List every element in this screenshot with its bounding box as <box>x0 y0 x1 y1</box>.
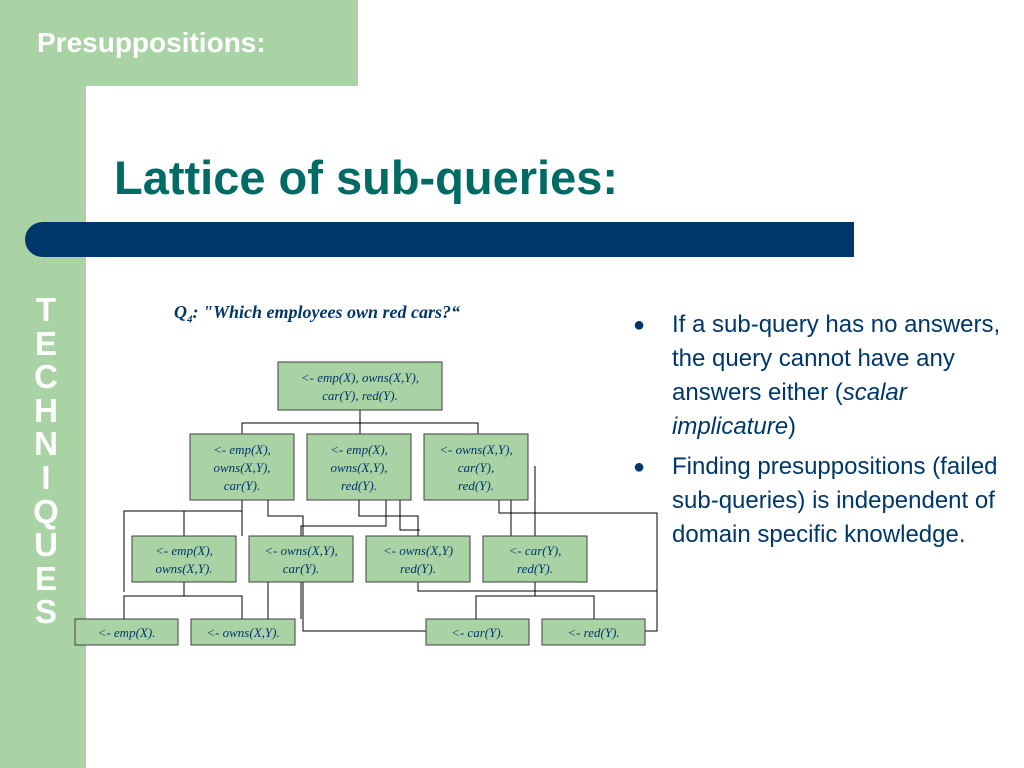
lattice-connector <box>241 410 361 434</box>
lattice-node-text: car(Y), <box>458 460 494 475</box>
lattice-node: <- car(Y). <box>425 618 530 646</box>
query-label: Q <box>174 302 187 322</box>
lattice-node: <- car(Y), red(Y). <box>482 535 588 583</box>
lattice-node: <- owns(X,Y). <box>190 618 296 646</box>
lattice-node-text: red(Y). <box>517 561 553 576</box>
lattice-node-box <box>365 535 471 583</box>
lattice-node-text: <- owns(X,Y) <box>383 543 453 558</box>
section-title: Presuppositions: <box>37 27 266 58</box>
query-caption: Q4: "Which employees own red cars?“ <box>174 302 460 326</box>
title-underline-bar <box>25 222 854 257</box>
vertical-techniques-label: T E C H N I Q U E S <box>28 293 64 629</box>
lattice-node: <- owns(X,Y) red(Y). <box>365 535 471 583</box>
lattice-connector <box>535 595 595 619</box>
lattice-node-box <box>74 618 179 646</box>
bullet-item: ● If a sub-query has no answers, the quer… <box>632 308 1012 444</box>
lattice-node: <- red(Y). <box>541 618 646 646</box>
lattice-node-text: car(Y). <box>283 561 319 576</box>
lattice-connector <box>123 582 185 619</box>
vertical-letter: S <box>34 593 57 631</box>
lattice-node: <- emp(X), owns(X,Y), car(Y). <box>189 433 295 501</box>
lattice-connector <box>300 500 387 536</box>
vertical-letter: T <box>35 291 57 328</box>
lattice-connector <box>475 582 536 619</box>
lattice-node-box <box>482 535 588 583</box>
lattice-node: <- emp(X), owns(X,Y), car(Y), red(Y). <box>277 361 443 411</box>
lattice-connector <box>417 582 658 632</box>
lattice-node: <- owns(X,Y), car(Y), red(Y). <box>423 433 529 501</box>
lattice-node-text: red(Y). <box>341 478 377 493</box>
lattice-node-box <box>541 618 646 646</box>
lattice-node-text: owns(X,Y), <box>213 460 270 475</box>
lattice-node-text: <- car(Y), <box>509 543 562 558</box>
vertical-letter: E <box>34 559 57 597</box>
lattice-node: <- emp(X), owns(X,Y). <box>131 535 237 583</box>
slide-title: Lattice of sub-queries: <box>114 151 619 204</box>
lattice-node-box <box>248 535 354 583</box>
lattice-node-box <box>306 433 412 501</box>
lattice-node-box <box>131 535 237 583</box>
lattice-node-text: <- owns(X,Y). <box>206 625 279 640</box>
vertical-letter: Q <box>33 492 59 530</box>
lattice-connector <box>358 500 419 536</box>
lattice-node-text: red(Y). <box>458 478 494 493</box>
lattice-node-text: <- emp(X). <box>98 625 156 640</box>
query-subscript: 4 <box>187 313 193 326</box>
lattice-connector <box>302 582 426 632</box>
lattice-node: <- emp(X), owns(X,Y), red(Y). <box>306 433 412 501</box>
lattice-connector <box>498 500 658 591</box>
lattice-node-box <box>189 433 295 501</box>
bullet-list: ● If a sub-query has no answers, the quer… <box>632 308 1012 558</box>
query-text: : "Which employees own red cars?“ <box>192 302 460 322</box>
bullet-item: ● Finding presuppositions (failed sub-que… <box>632 450 1012 552</box>
lattice-node-text: car(Y). <box>224 478 260 493</box>
vertical-letter: C <box>34 358 58 396</box>
lattice-node-text: owns(X,Y), <box>330 460 387 475</box>
lattice-node-box <box>423 433 529 501</box>
lattice-node-text: <- emp(X), owns(X,Y), <box>301 370 419 385</box>
vertical-letter: U <box>34 526 58 564</box>
lattice-connector <box>123 500 243 592</box>
lattice-connector <box>267 500 304 536</box>
lattice-node-box <box>425 618 530 646</box>
vertical-letter: H <box>34 391 58 429</box>
lattice-node: <- emp(X). <box>74 618 179 646</box>
lattice-node-text: car(Y), red(Y). <box>322 388 398 403</box>
lattice-node-text: <- owns(X,Y), <box>439 442 512 457</box>
vertical-letter: E <box>34 324 57 362</box>
vertical-letter: N <box>34 425 58 463</box>
lattice-node-box <box>190 618 296 646</box>
lattice-node-text: <- emp(X), <box>330 442 388 457</box>
bullet-dot-icon: ● <box>633 314 646 336</box>
lattice-node: <- owns(X,Y), car(Y). <box>248 535 354 583</box>
vertical-letter: I <box>41 458 51 496</box>
lattice-connector <box>399 500 420 531</box>
header-band <box>0 0 358 86</box>
bullet-emphasis: scalar implicature <box>672 379 907 440</box>
lattice-connector <box>360 422 479 434</box>
lattice-node-text: <- emp(X), <box>155 543 213 558</box>
lattice-node-text: owns(X,Y). <box>155 561 212 576</box>
bullet-text: If a sub-query has no answers, the query… <box>672 311 1001 406</box>
lattice-node-text: <- red(Y). <box>567 625 619 640</box>
sidebar-band <box>0 0 86 768</box>
bullet-dot-icon: ● <box>633 456 646 478</box>
lattice-node-box <box>277 361 443 411</box>
lattice-node-text: <- car(Y). <box>451 625 504 640</box>
lattice-connector <box>184 595 243 619</box>
lattice-node-text: <- owns(X,Y), <box>264 543 337 558</box>
bullet-text-end: ) <box>788 413 797 440</box>
lattice-node-text: red(Y). <box>400 561 436 576</box>
bullet-text: Finding presuppositions (failed sub-quer… <box>672 453 998 548</box>
lattice-node-text: <- emp(X), <box>213 442 271 457</box>
